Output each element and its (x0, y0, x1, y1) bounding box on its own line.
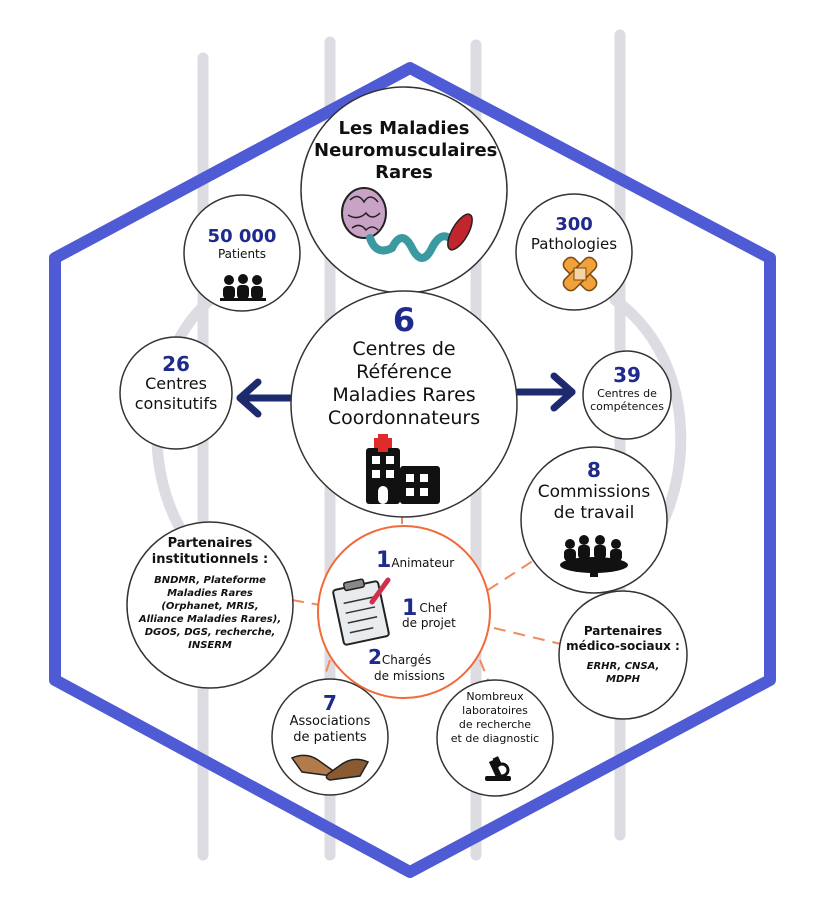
associations-value: 7 (323, 691, 337, 715)
partenaires-inst-text: Partenaires institutionnels : BNDMR, Pla… (135, 536, 285, 652)
associations-line-1: Associations (289, 714, 371, 729)
patients-label: Patients (217, 247, 267, 261)
equipe-t3a: Chargés (381, 653, 432, 667)
pathologies-text: 300 Pathologies (524, 214, 624, 253)
circle-pathologies (515, 193, 633, 311)
equipe-t3b: de missions (374, 669, 445, 683)
partenaires-inst-line-6: INSERM (188, 640, 232, 651)
commissions-value: 8 (587, 458, 601, 482)
partenaires-inst-title-2: institutionnels : (151, 552, 269, 567)
equipe-n3: 2 (368, 645, 382, 669)
centres-comp-line-1: Centres de (597, 387, 657, 400)
commissions-line-1: Commissions (537, 482, 651, 502)
title-text: Les Maladies Neuromusculaires Rares (314, 118, 498, 184)
centres-comp-line-2: compétences (590, 400, 664, 413)
circle-patients (183, 194, 301, 312)
equipe-chef: 1 Chef de projet (402, 596, 482, 631)
centres-const-line-2: consitutifs (134, 394, 218, 413)
partenaires-med-title-2: médico-sociaux : (566, 639, 680, 653)
clipboard-icon (332, 577, 391, 646)
centres-comp-value: 39 (613, 363, 641, 387)
circle-centres-const (119, 336, 233, 450)
people-icon (220, 274, 266, 301)
centres-ref-line-1: Centres de (352, 338, 456, 360)
hexagon-frame (49, 62, 776, 878)
title-line-3: Rares (375, 162, 433, 183)
centres-const-line-1: Centres (145, 374, 207, 393)
partenaires-inst-title-1: Partenaires (167, 536, 253, 551)
pathologies-value: 300 (555, 214, 593, 235)
microscope-icon (485, 756, 511, 781)
handshake-icon (290, 754, 370, 781)
partenaires-med-line-2: MDPH (606, 674, 640, 685)
equipe-n2: 1 (402, 596, 418, 621)
equipe-n1: 1 (376, 548, 392, 573)
patients-text: 50 000 Patients (192, 226, 292, 261)
laboratoires-line-4: et de diagnostic (450, 732, 540, 745)
circle-centres-ref (290, 290, 518, 518)
pathologies-label: Pathologies (530, 235, 618, 253)
partenaires-med-text: Partenaires médico-sociaux : ERHR, CNSA,… (563, 624, 683, 686)
equipe-t2a: Chef (419, 601, 447, 615)
commissions-line-2: de travail (553, 503, 635, 523)
circle-equipe (317, 525, 491, 699)
partenaires-med-line-1: ERHR, CNSA, (586, 661, 660, 672)
meeting-icon (560, 535, 628, 577)
brain-muscle-icon (341, 187, 473, 262)
associations-text: 7 Associations de patients (280, 692, 380, 746)
partenaires-inst-line-5: DGOS, DGS, recherche, (144, 627, 276, 638)
centres-const-value: 26 (162, 352, 190, 376)
title-line-1: Les Maladies (338, 118, 470, 139)
centres-const-text: 26 Centres consitutifs (126, 354, 226, 414)
centres-ref-value: 6 (392, 301, 416, 339)
laboratoires-line-3: de recherche (458, 718, 532, 731)
equipe-charges: 2Chargés de missions (368, 647, 468, 684)
laboratoires-text: Nombreux laboratoires de recherche et de… (445, 690, 545, 746)
circle-partenaires-inst (126, 521, 294, 689)
centres-ref-text: 6 Centres de Référence Maladies Rares Co… (324, 302, 484, 430)
centres-ref-line-4: Coordonnateurs (327, 407, 481, 429)
patients-value: 50 000 (207, 226, 277, 247)
bandage-icon (562, 256, 598, 292)
equipe-animateur: 1Animateur (376, 548, 466, 573)
partenaires-inst-line-4: Alliance Maladies Rares), (138, 614, 282, 625)
partenaires-med-title-1: Partenaires (583, 624, 663, 638)
equipe-t2b: de projet (402, 616, 456, 630)
centres-ref-line-2: Référence (356, 361, 452, 383)
circle-centres-comp (582, 350, 672, 440)
associations-line-2: de patients (293, 730, 367, 745)
arrow-left (236, 378, 294, 418)
commissions-text: 8 Commissions de travail (534, 458, 654, 524)
partenaires-inst-line-1: BNDMR, Plateforme (154, 575, 266, 586)
equipe-t1: Animateur (391, 556, 455, 570)
hospital-icon (366, 434, 440, 504)
arrow-right (514, 372, 576, 412)
title-line-2: Neuromusculaires (314, 140, 498, 161)
partenaires-inst-line-2: Maladies Rares (167, 588, 253, 599)
partenaires-inst-line-3: (Orphanet, MRIS, (161, 601, 259, 612)
circle-laboratoires (436, 679, 554, 797)
laboratoires-line-1: Nombreux (466, 690, 524, 703)
circle-commissions (520, 446, 668, 594)
centres-comp-text: 39 Centres de compétences (587, 363, 667, 413)
circle-partenaires-med (558, 590, 688, 720)
laboratoires-line-2: laboratoires (462, 704, 528, 717)
centres-ref-line-3: Maladies Rares (332, 384, 476, 406)
